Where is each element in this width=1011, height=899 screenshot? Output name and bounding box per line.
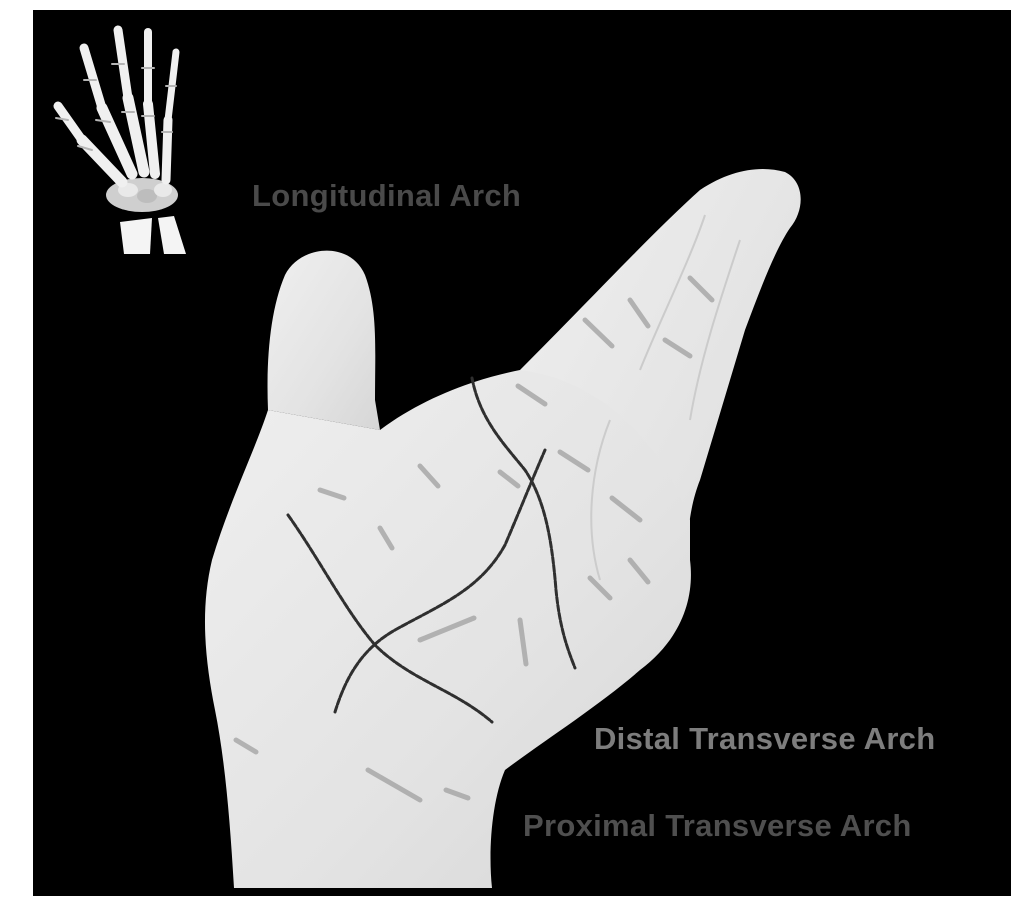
thumb-shape xyxy=(268,251,380,430)
hand-skeleton-icon xyxy=(56,30,186,254)
proximal-transverse-arch-label: Proximal Transverse Arch xyxy=(523,810,912,841)
hand-silhouette xyxy=(205,169,801,888)
distal-transverse-arch-label: Distal Transverse Arch xyxy=(594,723,935,754)
longitudinal-arch-label: Longitudinal Arch xyxy=(252,180,521,211)
